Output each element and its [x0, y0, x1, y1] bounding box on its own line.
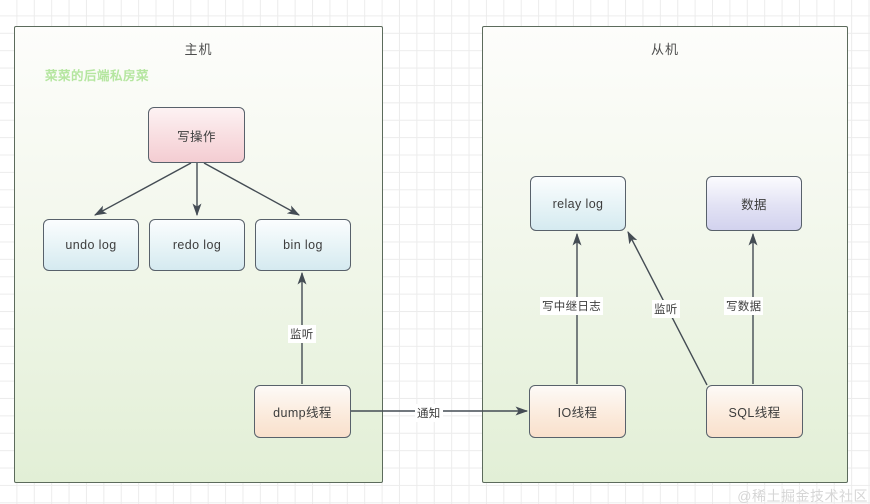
node-dump-thread[interactable]: dump线程 [254, 385, 351, 438]
node-redo-log-label: redo log [172, 238, 222, 252]
node-data[interactable]: 数据 [706, 176, 802, 231]
node-undo-log-label: undo log [65, 238, 117, 252]
edge-label-notify: 通知 [415, 404, 443, 422]
node-io-thread[interactable]: IO线程 [529, 385, 626, 438]
watermark-bottom: @稀土掘金技术社区 [737, 488, 868, 504]
watermark-brand: 菜菜的后端私房菜 [45, 69, 150, 83]
node-sql-thread[interactable]: SQL线程 [706, 385, 803, 438]
node-data-label: 数据 [741, 198, 767, 212]
node-write-op-label: 写操作 [177, 129, 216, 144]
node-relay-log[interactable]: relay log [530, 176, 626, 231]
panel-slave-title: 从机 [650, 42, 679, 57]
node-sql-thread-label: SQL线程 [728, 406, 781, 420]
edge-label-listen-relay: 监听 [652, 300, 680, 318]
node-io-thread-label: IO线程 [557, 406, 598, 420]
edge-label-write-data: 写数据 [724, 297, 764, 315]
edge-label-write-relay-log: 写中继日志 [540, 297, 603, 315]
node-bin-log[interactable]: bin log [255, 219, 351, 271]
node-redo-log[interactable]: redo log [149, 219, 245, 271]
node-undo-log[interactable]: undo log [43, 219, 139, 271]
node-bin-log-label: bin log [283, 238, 323, 252]
panel-master-title: 主机 [184, 42, 213, 57]
node-write-op[interactable]: 写操作 [148, 107, 245, 163]
edge-label-listen-binlog: 监听 [288, 325, 316, 343]
node-relay-log-label: relay log [552, 196, 604, 211]
node-dump-thread-label: dump线程 [273, 406, 332, 420]
